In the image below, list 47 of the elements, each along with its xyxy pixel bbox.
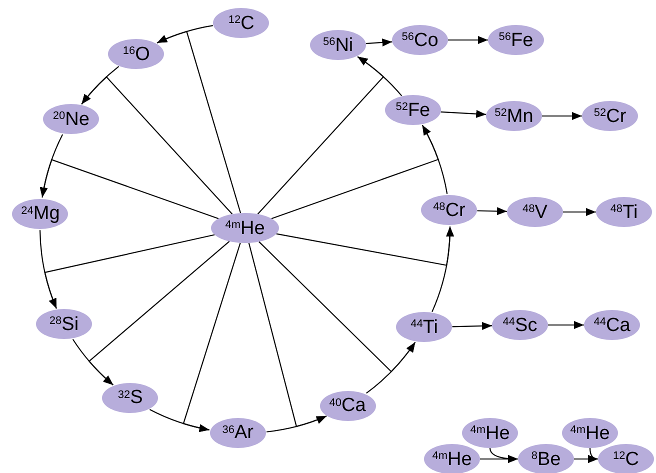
arrow — [40, 159, 219, 220]
nuclide-ellipse: $^{44}$Sc — [492, 310, 548, 340]
arrow — [258, 241, 416, 372]
nuclide-ellipse: $^{48}$V — [507, 197, 563, 227]
nuclide-ellipse: $^{56}$Ni — [310, 30, 366, 60]
nuclide-ellipse: $^{52}$Mn — [486, 101, 542, 131]
nuclide-ellipse: $^{16}$O — [108, 39, 164, 70]
nuclide-ellipse: $^{52}$Cr — [582, 101, 638, 131]
arrow — [563, 208, 596, 216]
nuclide-ellipse: $^{40}$Ca — [320, 390, 376, 421]
arrow — [88, 240, 230, 386]
nuclide-ellipse: $^{48}$Cr — [421, 195, 478, 226]
arrow — [156, 30, 242, 214]
nuclide-ellipse: $^{24}$Mg — [12, 198, 68, 229]
arrow — [440, 110, 486, 118]
arrow — [44, 234, 215, 309]
nuclide-ellipse: $^{36}$Ar — [210, 418, 266, 448]
nuclide-ellipse: $^{4m}$He — [424, 444, 480, 473]
nuclide-ellipse: $^{56}$Co — [392, 25, 448, 55]
nuclide-ellipse: $^{44}$Ca — [584, 310, 640, 340]
nuclide-ellipse: $^{4m}$He — [211, 213, 279, 243]
nuclide-ellipse: $^{4m}$He — [462, 418, 518, 448]
nuclide-ellipse: $^{20}$Ne — [43, 104, 100, 134]
arrow — [248, 242, 327, 427]
arrow — [81, 76, 233, 214]
arrow — [366, 38, 392, 46]
nuclide-ellipse: $^{48}$Ti — [596, 197, 652, 227]
nuclide-ellipse: $^{44}$Ti — [396, 312, 452, 342]
arrow — [542, 112, 582, 120]
arrow — [271, 124, 439, 220]
nuclide-ellipse: $^{52}$Fe — [384, 95, 441, 126]
nuclide-ellipse: $^{56}$Fe — [488, 25, 544, 55]
arrow — [276, 226, 454, 266]
arrow — [448, 36, 488, 44]
nuclide-ellipse: $^{32}$S — [102, 382, 158, 413]
nuclide-ellipse: $^{28}$Si — [36, 309, 92, 340]
arrow — [477, 207, 508, 216]
arrow — [257, 56, 384, 214]
nuclide-ellipse: $^{12}$C — [598, 444, 654, 473]
nuclide-ellipse: $^{4m}$He — [562, 418, 618, 448]
arrow — [548, 321, 584, 329]
arrow — [480, 455, 518, 463]
nuclide-ellipse: $^{8}$Be — [518, 444, 574, 473]
arrow — [182, 242, 241, 432]
nuclide-ellipse: $^{12}$C — [213, 8, 270, 38]
arrow — [452, 322, 492, 330]
arrow — [588, 448, 598, 462]
